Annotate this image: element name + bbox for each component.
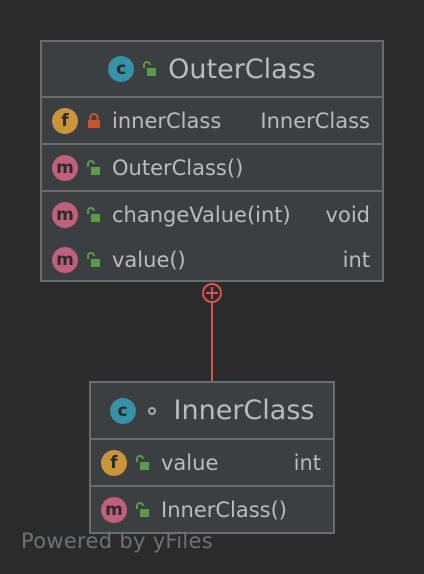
- field-icon: f: [101, 449, 127, 476]
- public-lock-icon: [87, 159, 100, 175]
- fields-section: f innerClass InnerClass: [42, 98, 382, 145]
- outer-class-header[interactable]: c OuterClass: [42, 42, 382, 98]
- yfiles-watermark: Powered by yFiles: [21, 529, 213, 553]
- method-return-type: int: [342, 247, 370, 272]
- constructor-name: InnerClass(): [161, 497, 287, 522]
- field-type: int: [293, 450, 321, 475]
- public-lock-icon: [136, 501, 149, 517]
- constructors-section: m OuterClass(): [42, 145, 382, 192]
- method-icon: m: [52, 246, 78, 273]
- method-name: value(): [112, 247, 186, 272]
- field-icon: f: [52, 107, 78, 134]
- methods-section: m changeValue(int) void m value() int: [42, 192, 382, 282]
- method-icon: m: [101, 496, 127, 523]
- constructors-section: m InnerClass(): [91, 487, 333, 532]
- method-name: changeValue(int): [112, 202, 291, 227]
- field-row[interactable]: f innerClass InnerClass: [42, 98, 382, 143]
- inner-class-header[interactable]: c InnerClass: [91, 383, 333, 440]
- class-name: OuterClass: [168, 53, 316, 85]
- fields-section: f value int: [91, 440, 333, 487]
- private-lock-icon: [88, 112, 100, 128]
- field-name: innerClass: [112, 108, 222, 133]
- public-lock-icon: [87, 251, 100, 267]
- public-lock-icon: [136, 454, 149, 470]
- method-return-type: void: [325, 202, 370, 227]
- class-name: InnerClass: [173, 395, 315, 426]
- method-icon: m: [52, 201, 78, 228]
- outer-class-box[interactable]: c OuterClass f innerClass InnerClass m O…: [40, 40, 384, 282]
- public-lock-icon: [143, 61, 157, 76]
- method-row[interactable]: m changeValue(int) void: [42, 192, 382, 237]
- method-icon: m: [52, 154, 78, 181]
- constructor-row[interactable]: m InnerClass(): [91, 487, 333, 532]
- field-row[interactable]: f value int: [91, 440, 333, 485]
- package-private-dot-icon: [147, 406, 156, 415]
- constructor-row[interactable]: m OuterClass(): [42, 145, 382, 190]
- method-row[interactable]: m value() int: [42, 237, 382, 282]
- field-type: InnerClass: [260, 108, 370, 133]
- field-name: value: [161, 450, 219, 475]
- constructor-name: OuterClass(): [112, 155, 244, 180]
- public-lock-icon: [87, 206, 100, 222]
- circle-plus-icon: [202, 283, 222, 303]
- class-icon: c: [109, 397, 136, 424]
- inner-class-box[interactable]: c InnerClass f value int m InnerClass(): [89, 381, 335, 534]
- class-icon: c: [108, 56, 135, 82]
